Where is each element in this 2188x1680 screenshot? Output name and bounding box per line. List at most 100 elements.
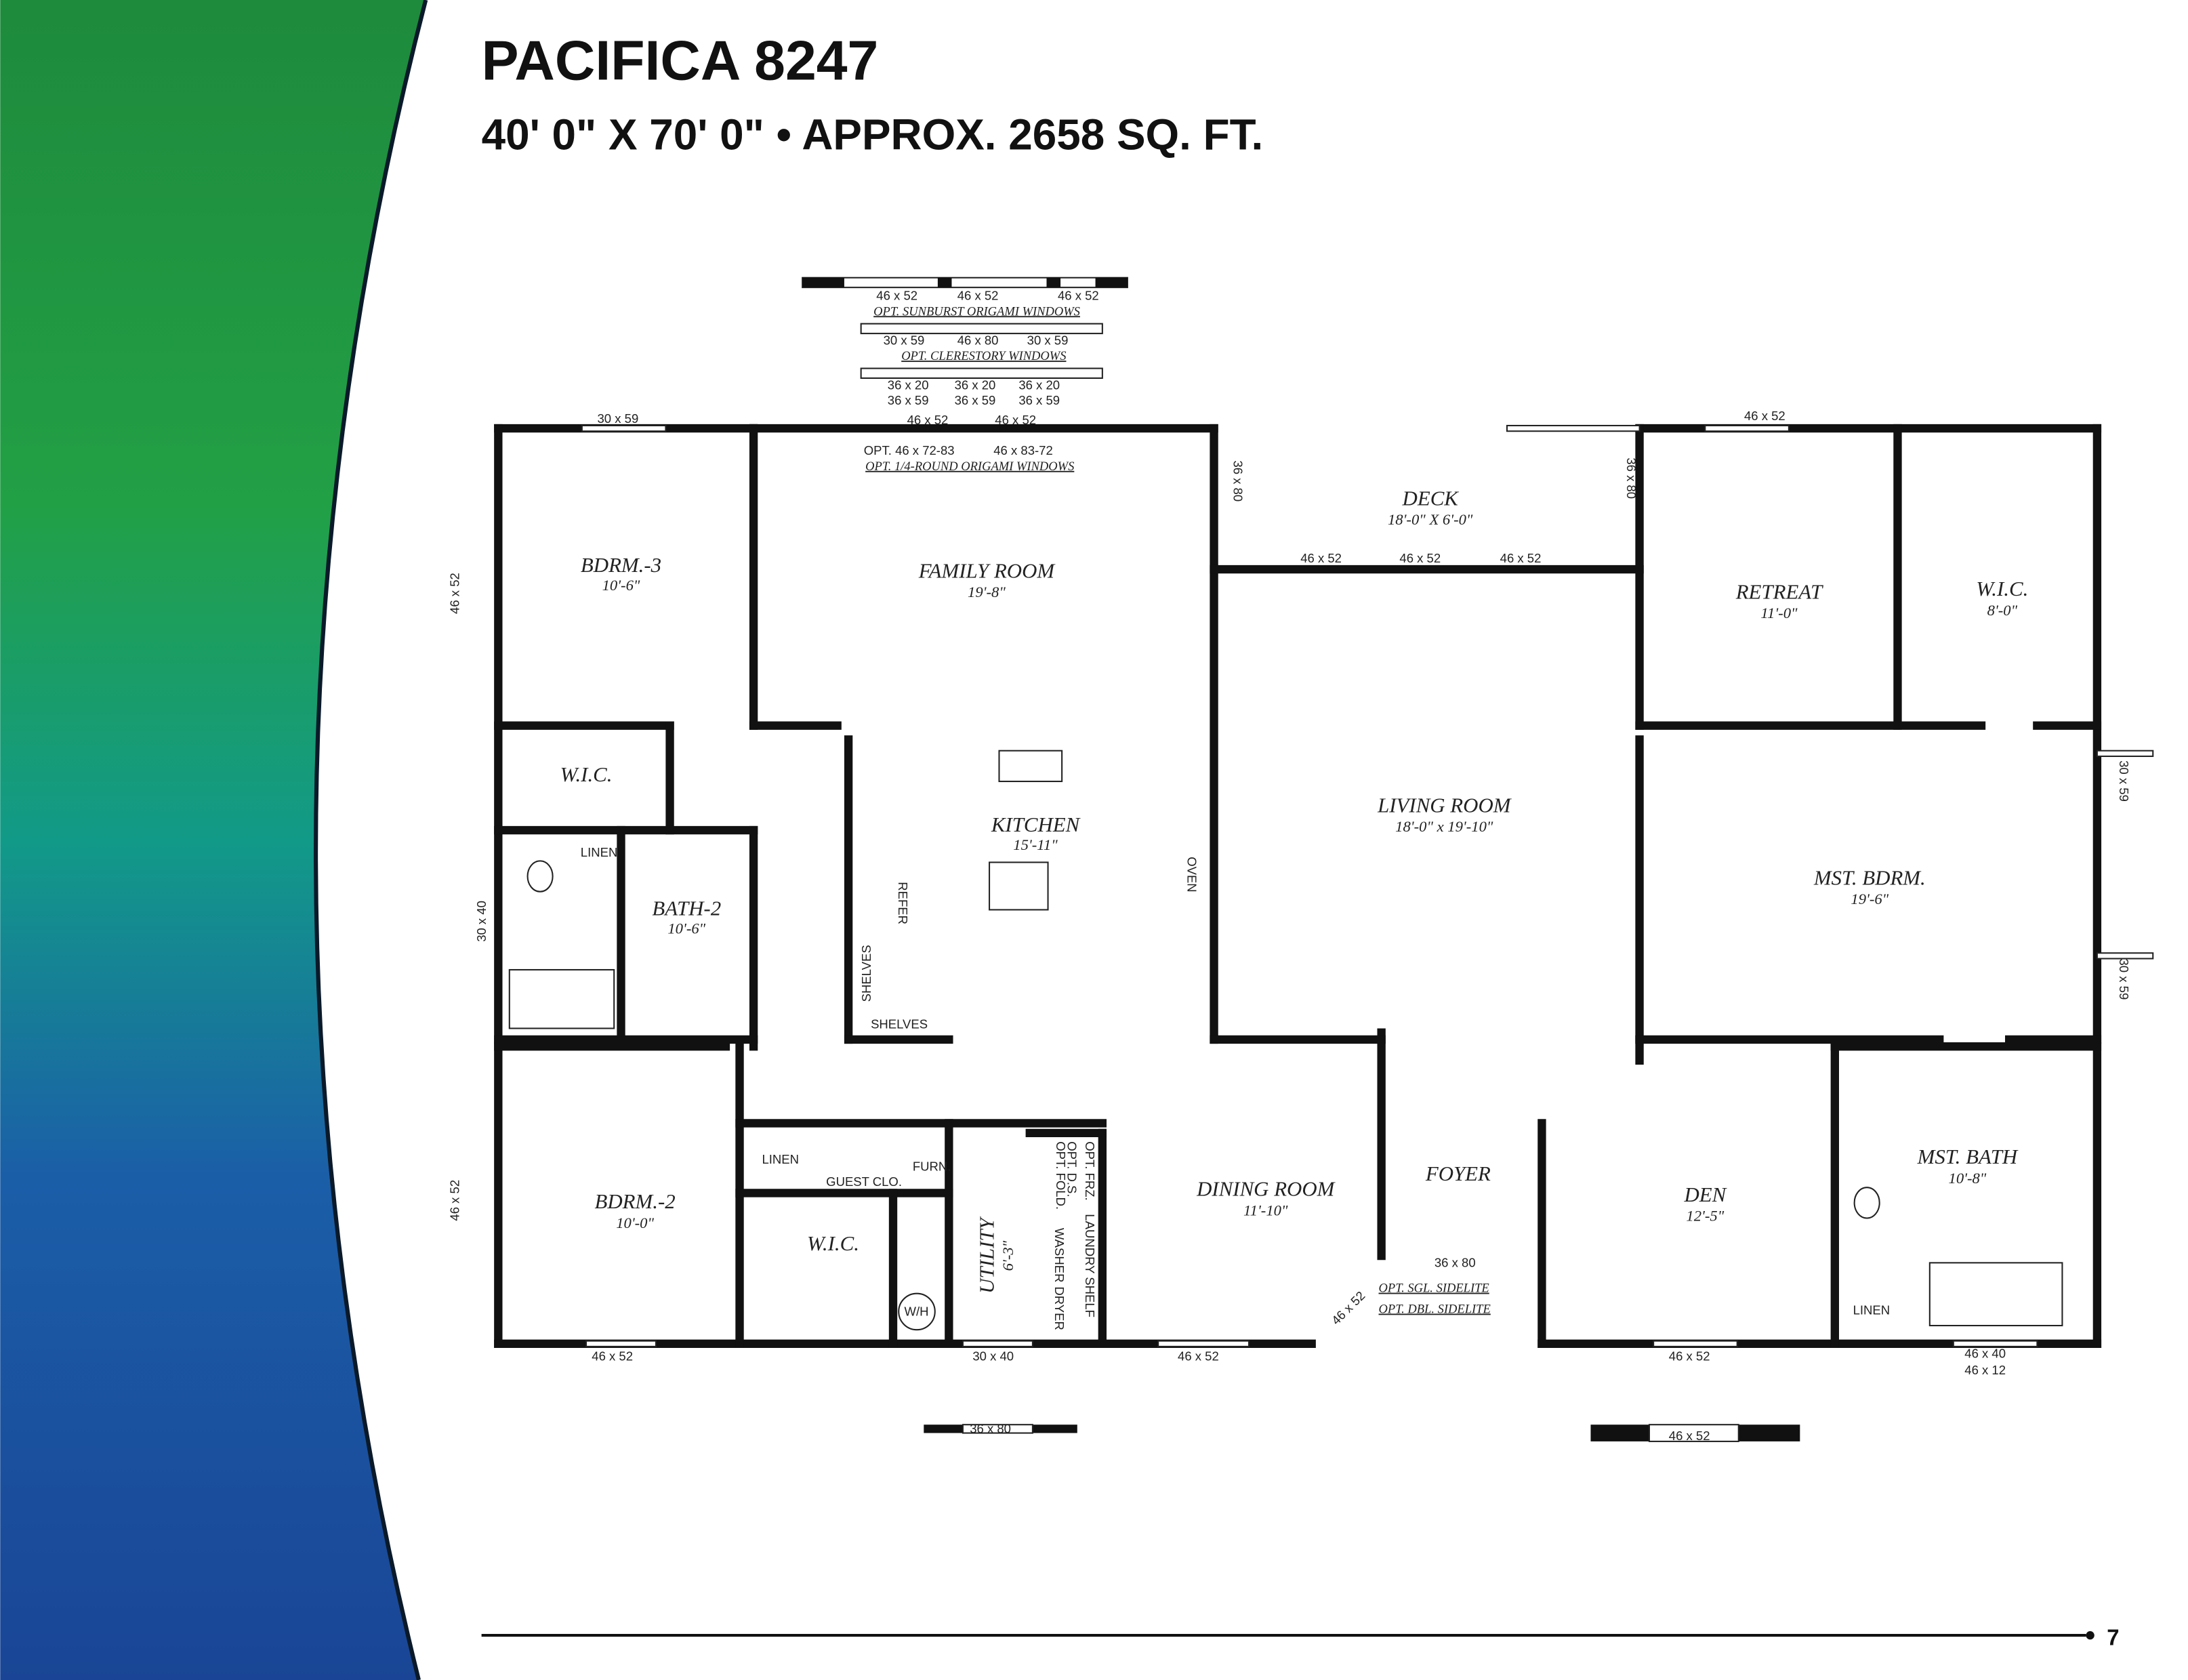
plan-title: PACIFICA 8247 bbox=[482, 29, 879, 91]
windows-den-bottom-label: 46 x 52 bbox=[1669, 1349, 1710, 1363]
rooms-mst-bath-size-label: 10'-8" bbox=[1949, 1170, 1987, 1187]
room-retreat: RETREAT bbox=[1735, 579, 1823, 603]
rooms-bdrm2-size-label: 10'-0" bbox=[616, 1214, 654, 1231]
fixtures-opt-frz-label: OPT. FRZ. bbox=[1083, 1141, 1097, 1200]
sunburst-label: OPT. SUNBURST ORIGAMI WINDOWS bbox=[873, 304, 1080, 319]
top-options-clerestory-sizes-1-label: 46 x 80 bbox=[957, 333, 999, 348]
rooms-mst-bdrm-size-label: 19'-6" bbox=[1851, 890, 1888, 907]
top-options-quarter-round-sizes-0-label: OPT. 46 x 72-83 bbox=[864, 443, 955, 457]
windows-mst-right2-label: 30 x 59 bbox=[2117, 959, 2131, 1000]
fixtures-linen1-label: LINEN bbox=[581, 845, 618, 859]
fixtures-opt-fold-label: OPT. FOLD. bbox=[1054, 1141, 1068, 1210]
fixtures-opt-ds-label: OPT. D.S. bbox=[1065, 1141, 1079, 1197]
band-edge-line bbox=[313, 0, 428, 1680]
top-options-row3a-2-label: 36 x 20 bbox=[1018, 377, 1060, 392]
rooms-wic-master-size-label: 8'-0" bbox=[1987, 602, 2018, 619]
windows-foyer-door-label: 36 x 80 bbox=[1434, 1256, 1476, 1270]
top-options-clerestory-sizes-0-label: 30 x 59 bbox=[884, 333, 925, 348]
clerestory-label: OPT. CLERESTORY WINDOWS bbox=[901, 349, 1066, 363]
windows-deck-w1-label: 46 x 52 bbox=[1300, 551, 1342, 565]
window-opening bbox=[1653, 1340, 1738, 1347]
plan-subtitle: 40' 0" X 70' 0" • APPROX. 2658 SQ. FT. bbox=[482, 110, 1264, 159]
windows-utility-door-label: 36 x 80 bbox=[970, 1422, 1011, 1436]
rooms-bath2-size-label: 10'-6" bbox=[667, 920, 705, 937]
room-living: LIVING ROOM bbox=[1377, 793, 1512, 817]
windows-deck-door-right-label: 36 x 80 bbox=[1624, 457, 1638, 499]
room-utility: UTILITY bbox=[974, 1216, 998, 1293]
rooms-dining-size-label: 11'-10" bbox=[1243, 1202, 1288, 1218]
windows-mstbath-bottom2-label: 46 x 12 bbox=[1964, 1363, 2006, 1377]
windows-mstbath-bottom1-label: 46 x 40 bbox=[1964, 1346, 2006, 1360]
room-bdrm3-wic: W.I.C. bbox=[560, 762, 613, 786]
window-opening bbox=[585, 1340, 657, 1347]
top-options-family-windows-1-label: 46 x 52 bbox=[995, 413, 1036, 427]
room-bath2: BATH-2 bbox=[652, 897, 721, 920]
top-options-row3b-1-label: 36 x 59 bbox=[955, 393, 996, 407]
top-options-sunburst-sizes-0-label: 46 x 52 bbox=[876, 289, 917, 303]
rooms-kitchen-size-label: 15'-11" bbox=[1013, 836, 1058, 853]
room-master-wic: W.I.C. bbox=[1976, 577, 2028, 600]
fixtures-linen2-label: LINEN bbox=[762, 1152, 799, 1166]
windows-deck-w3-label: 46 x 52 bbox=[1500, 551, 1542, 565]
window-opening bbox=[962, 1340, 1033, 1347]
fixtures-guest-clo-label: GUEST CLO. bbox=[826, 1174, 902, 1189]
top-options-sunburst-sizes-1-label: 46 x 52 bbox=[957, 289, 999, 303]
fixtures-refer-label: REFER bbox=[896, 882, 910, 924]
rooms-deck-size-label: 18'-0" X 6'-0" bbox=[1388, 511, 1473, 528]
fixtures-laundry-shelf-label: LAUNDRY SHELF bbox=[1083, 1214, 1097, 1317]
top-options-row3a-1-label: 36 x 20 bbox=[955, 377, 996, 392]
fixtures-washer-label: WASHER bbox=[1052, 1228, 1067, 1283]
room-master-bedroom: MST. BDRM. bbox=[1813, 865, 1926, 889]
rooms-living-size-label: 18'-0" x 19'-10" bbox=[1395, 818, 1493, 835]
page-number: 7 bbox=[2107, 1625, 2119, 1650]
window-opening bbox=[1157, 1340, 1250, 1347]
window-opening bbox=[1704, 424, 1790, 432]
room-kitchen: KITCHEN bbox=[991, 813, 1081, 836]
windows-retreat-top-label: 46 x 52 bbox=[1744, 409, 1786, 423]
top-options-quarter-round-sizes-1-label: 46 x 83-72 bbox=[993, 443, 1053, 457]
windows-bdrm3-top-label: 30 x 59 bbox=[598, 411, 639, 426]
window-opening bbox=[2096, 952, 2154, 960]
fixtures-oven-label: OVEN bbox=[1184, 857, 1199, 892]
walls bbox=[494, 424, 2154, 1348]
windows-mst-right1-label: 30 x 59 bbox=[2117, 760, 2131, 802]
top-options-row3b-2-label: 36 x 59 bbox=[1018, 393, 1060, 407]
windows-bath2-left-label: 30 x 40 bbox=[474, 901, 489, 942]
fixtures-shelves2-label: SHELVES bbox=[871, 1017, 928, 1031]
windows-foyer-angled-label: 46 x 52 bbox=[1329, 1288, 1368, 1328]
window-opening bbox=[581, 424, 667, 432]
fixtures-linen3-label: LINEN bbox=[1853, 1303, 1891, 1317]
rooms-family-size-label: 19'-8" bbox=[968, 583, 1006, 600]
room-den: DEN bbox=[1683, 1183, 1727, 1206]
windows-deck-door-left-label: 36 x 80 bbox=[1231, 460, 1245, 501]
room-dining: DINING ROOM bbox=[1196, 1177, 1336, 1201]
room-foyer: FOYER bbox=[1425, 1162, 1491, 1185]
rooms-bdrm3-size-label: 10'-6" bbox=[602, 577, 640, 594]
windows-den-bay-label: 46 x 52 bbox=[1669, 1429, 1710, 1443]
windows-bdrm3-left-label: 46 x 52 bbox=[448, 573, 462, 614]
room-family: FAMILY ROOM bbox=[918, 558, 1056, 582]
rooms-den-size-label: 12'-5" bbox=[1686, 1208, 1724, 1225]
room-bdrm2-wic: W.I.C. bbox=[807, 1231, 859, 1255]
windows-utility-bottom-label: 30 x 40 bbox=[972, 1349, 1014, 1363]
window-opening bbox=[2096, 750, 2154, 757]
room-bdrm3: BDRM.-3 bbox=[581, 553, 661, 577]
fixture-labels: LINEN LINEN LINEN GUEST CLO. FURN. REFER… bbox=[508, 750, 2063, 1331]
window-opening bbox=[1952, 1340, 2038, 1347]
top-options-clerestory-sizes-2-label: 30 x 59 bbox=[1027, 333, 1069, 348]
top-options-family-windows-0-label: 46 x 52 bbox=[907, 413, 949, 427]
footer-dot bbox=[2086, 1631, 2094, 1640]
fixtures-dryer-label: DRYER bbox=[1052, 1286, 1067, 1330]
windows-bdrm2-bottom-label: 46 x 52 bbox=[592, 1349, 633, 1363]
top-option-windows: 46 x 52 46 x 52 46 x 52 OPT. SUNBURST OR… bbox=[802, 276, 1128, 474]
windows-deck-w2-label: 46 x 52 bbox=[1399, 551, 1441, 565]
rooms-retreat-size-label: 11'-0" bbox=[1760, 605, 1798, 621]
decorative-color-band bbox=[0, 0, 426, 1680]
windows-dining-bottom-label: 46 x 52 bbox=[1178, 1349, 1219, 1363]
rooms-utility-size-label: 6'-3" bbox=[999, 1240, 1016, 1271]
fixtures-furn-label: FURN. bbox=[913, 1159, 951, 1173]
fixtures-wh-label: W/H bbox=[904, 1305, 928, 1319]
top-options-row3b-0-label: 36 x 59 bbox=[888, 393, 929, 407]
